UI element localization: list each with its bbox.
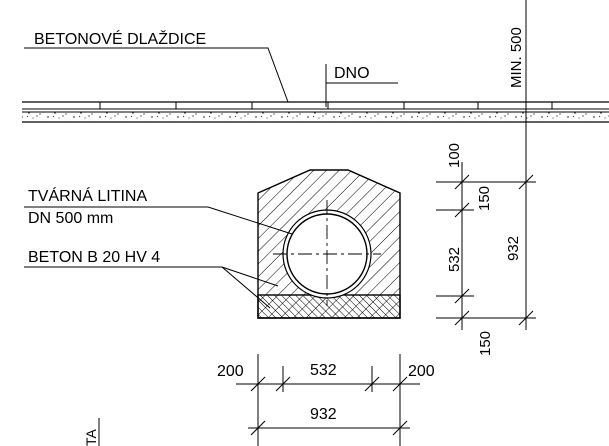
pipe-label-group: TVÁRNÁ LITINA DN 500 mm bbox=[24, 186, 293, 235]
dim-horizontal-left: 200 bbox=[217, 363, 244, 380]
dim-horizontal-total: 932 bbox=[310, 406, 337, 423]
dim-horizontal-pipe: 532 bbox=[310, 362, 337, 379]
dim-vertical-upper: 150 bbox=[476, 186, 493, 211]
concrete-label-group: BETON B 20 HV 4 bbox=[24, 249, 279, 309]
pavement-layer bbox=[22, 101, 609, 123]
cut-text: TA bbox=[83, 428, 99, 446]
min-depth-group: MIN. 500 bbox=[508, 0, 527, 108]
bottom-label-group: DNO bbox=[325, 64, 398, 107]
paving-joints bbox=[99, 102, 553, 109]
concrete-block bbox=[257, 169, 401, 319]
horizontal-dimensions bbox=[236, 354, 420, 446]
dim-horizontal-right: 200 bbox=[408, 363, 435, 380]
pipe-size-label: DN 500 mm bbox=[28, 210, 113, 227]
dim-vertical-bottom: 150 bbox=[477, 331, 494, 356]
pipe-material-label: TVÁRNÁ LITINA bbox=[28, 186, 147, 205]
cut-text-group: TA bbox=[83, 418, 100, 446]
pipe-centerlines bbox=[273, 200, 381, 306]
concrete-label: BETON B 20 HV 4 bbox=[28, 249, 160, 266]
bottom-label: DNO bbox=[334, 65, 370, 82]
vertical-dimensions bbox=[436, 108, 536, 330]
dim-vertical-top: 100 bbox=[446, 143, 463, 168]
dim-vertical-pipe: 532 bbox=[446, 247, 463, 272]
min-depth-label: MIN. 500 bbox=[508, 27, 525, 88]
dim-vertical-total: 932 bbox=[505, 236, 522, 261]
paving-label-group: BETONOVÉ DLAŽDICE bbox=[24, 29, 289, 103]
paving-label: BETONOVÉ DLAŽDICE bbox=[34, 29, 206, 48]
